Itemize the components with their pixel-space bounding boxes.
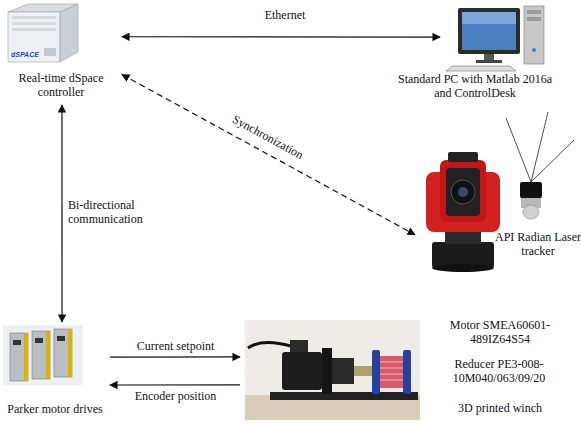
reflector-sphere xyxy=(523,205,539,219)
device-node: API Radian Laser tracker xyxy=(415,110,581,272)
drive-bay xyxy=(527,17,541,21)
tracker-foot xyxy=(432,264,494,272)
tracker-lens-glass xyxy=(458,187,468,197)
device-node: Motor SMEA60601- 489IZ64S54Reducer PE3-0… xyxy=(240,315,581,426)
connector xyxy=(122,36,440,37)
connector-label: Ethernet xyxy=(230,8,340,22)
connector-label: Current setpoint xyxy=(118,339,233,353)
drive-unit xyxy=(10,333,28,381)
monitor-frame xyxy=(458,8,520,54)
node-label: Real-time dSpace controller xyxy=(0,71,122,99)
panel xyxy=(44,48,56,56)
connector xyxy=(110,384,240,385)
drive-stripe xyxy=(24,333,28,381)
drive-stripe xyxy=(68,329,72,377)
connector-label: Synchronization xyxy=(212,102,324,172)
device-node: Standard PC with Matlab 2016a and Contro… xyxy=(440,0,581,102)
pc-illustration xyxy=(446,6,544,71)
monitor-stand xyxy=(484,54,494,60)
node-label: API Radian Laser tracker xyxy=(495,230,581,258)
shaft-coupling xyxy=(354,366,372,376)
vent xyxy=(12,22,56,25)
vent xyxy=(12,28,56,31)
node-label: Parker motor drives xyxy=(0,402,110,416)
cable-winding xyxy=(380,368,403,369)
tracker-head xyxy=(440,160,486,222)
cable-winding xyxy=(380,374,403,375)
motor-connector xyxy=(290,340,308,354)
winch-flange xyxy=(372,350,380,394)
drives-illustration xyxy=(3,325,83,385)
photo-background xyxy=(245,320,420,420)
winch-flange xyxy=(403,350,411,394)
base-rail xyxy=(270,392,418,400)
reducer-body xyxy=(332,358,354,384)
motor-flange xyxy=(322,348,332,394)
vent xyxy=(12,16,56,19)
drive-display xyxy=(13,340,21,345)
node-label: Motor SMEA60601- 489IZ64S54 xyxy=(425,318,575,346)
winch-drum xyxy=(380,356,403,388)
box-side xyxy=(60,4,78,62)
connector-group xyxy=(62,37,440,385)
tracker-handle xyxy=(448,152,478,162)
drive-display xyxy=(57,336,65,341)
drives-background xyxy=(3,325,83,385)
tracker-barrel xyxy=(446,168,480,216)
wire xyxy=(506,118,531,182)
connector-label: Bi-directional communication xyxy=(68,198,168,226)
controller-illustration xyxy=(8,4,78,62)
keyboard xyxy=(446,66,516,71)
node-label: Reducer PE3-008-10M040/063/09/20 xyxy=(420,357,578,385)
logo-text: dSPACE xyxy=(11,51,39,59)
drive-stripe xyxy=(46,331,50,379)
connector xyxy=(61,105,62,322)
screen-glare xyxy=(462,12,516,24)
pc-tower xyxy=(524,6,544,64)
tracker-yoke xyxy=(426,172,500,232)
drive-display xyxy=(35,338,43,343)
bench-illustration xyxy=(245,320,420,420)
cable-winding xyxy=(380,380,403,381)
tracker-lens xyxy=(451,180,475,204)
node-label: 3D printed winch xyxy=(425,401,575,415)
device-node: Parker motor drives xyxy=(0,322,110,426)
node-label: Standard PC with Matlab 2016a and Contro… xyxy=(391,72,559,100)
connector xyxy=(122,75,415,235)
drive-unit xyxy=(54,329,72,377)
wire xyxy=(531,140,574,182)
reflector-body xyxy=(520,182,542,198)
drive-unit xyxy=(32,331,50,379)
connector-label: Encoder position xyxy=(118,389,233,403)
monitor-foot xyxy=(476,60,502,63)
power-button xyxy=(532,48,536,52)
drive-bay xyxy=(527,10,541,14)
motor-body xyxy=(282,352,322,390)
motor-cable xyxy=(248,342,291,348)
connector xyxy=(110,356,240,357)
box-front xyxy=(8,12,60,62)
monitor-screen xyxy=(462,12,516,50)
cable-winding xyxy=(380,362,403,363)
wire xyxy=(531,112,548,182)
